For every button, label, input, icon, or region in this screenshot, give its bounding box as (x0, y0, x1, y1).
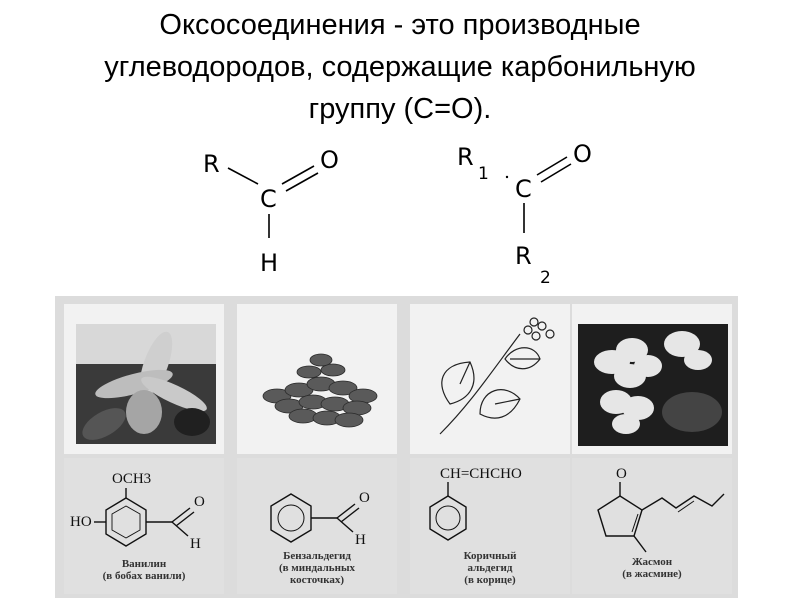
benzaldehyde-name: Бензальдегид (283, 550, 351, 562)
ketone-c: C (515, 175, 532, 203)
benzaldehyde-structure: O H (270, 490, 370, 548)
vanillin-och3: OCH3 (112, 471, 151, 487)
vanillin-caption: Ванилин (в бобах ванили) (64, 558, 224, 582)
benzaldehyde-source-2: косточках) (289, 574, 345, 586)
almonds-image (262, 353, 378, 428)
jasmone-source: (в жасмине) (622, 568, 682, 580)
vanillin-structure: OCH3 HO O H (70, 471, 205, 552)
cinnamon-photo-cell (410, 304, 570, 454)
ketone-r1-subscript: 1 (478, 164, 489, 184)
benzaldehyde-cell: O H Бензальдегид (в миндальных косточках… (237, 458, 397, 594)
cinnamaldehyde-structure: CH=CHCHO (429, 466, 522, 541)
cinnamaldehyde-chain: CH=CHCHO (440, 466, 522, 482)
aldehyde-formula: R C O H (203, 146, 339, 277)
vanillin-name: Ванилин (121, 558, 167, 570)
aldehyde-h: H (260, 249, 278, 277)
ketone-r1: R (457, 143, 474, 171)
vanilla-photo-cell (64, 304, 224, 454)
vanilla-flower-image (76, 324, 216, 444)
aldehyde-r: R (203, 150, 220, 178)
cinnamon-plant-image (439, 317, 555, 435)
ketone-r2: R (515, 242, 532, 270)
vanillin-source: (в бобах ванили) (102, 570, 186, 582)
ketone-o: O (573, 140, 592, 168)
jasmone-caption: Жасмон (в жасмине) (572, 556, 732, 580)
title-line-3: группу (С=О). (308, 93, 492, 125)
ketone-formula: R 1 C O R 2 (457, 140, 592, 288)
slide-title: Оксосоединения - это производные углевод… (20, 4, 780, 130)
jasmone-cell: O Жасмон (в жасмине) (572, 458, 732, 594)
title-line-2: углеводородов, содержащие карбонильную (104, 51, 696, 83)
jasmone-name: Жасмон (631, 556, 673, 568)
cinnamaldehyde-name-2: альдегид (467, 562, 513, 574)
benzaldehyde-h: H (355, 532, 366, 548)
vanillin-cell: OCH3 HO O H Ванилин (в бобах ванили) (64, 458, 224, 594)
ketone-r2-subscript: 2 (540, 268, 551, 288)
aldehyde-o: O (320, 146, 339, 174)
benzaldehyde-source-1: (в миндальных (278, 562, 356, 574)
jasmone-structure: O (597, 466, 725, 553)
benzaldehyde-o: O (359, 490, 370, 506)
title-line-1: Оксосоединения - это производные (159, 9, 641, 41)
almonds-photo-cell (237, 304, 397, 454)
jasmone-o: O (616, 466, 627, 482)
cinnamaldehyde-cell: CH=CHCHO Коричный альдегид (в корице) (410, 458, 570, 594)
vanillin-o: O (194, 494, 205, 510)
vanillin-ho: HO (70, 514, 92, 530)
cinnamaldehyde-source: (в корице) (464, 574, 516, 586)
examples-panel: OCH3 HO O H Ванилин (в бобах ванили) O (55, 296, 738, 598)
cinnamaldehyde-name: Коричный (463, 550, 517, 562)
jasmine-flower-image (578, 324, 728, 446)
benzaldehyde-caption: Бензальдегид (в миндальных косточках) (237, 550, 397, 586)
aldehyde-c: C (260, 185, 277, 213)
jasmine-photo-cell (572, 304, 732, 454)
cinnamaldehyde-caption: Коричный альдегид (в корице) (410, 550, 570, 586)
vanillin-h: H (190, 536, 201, 552)
